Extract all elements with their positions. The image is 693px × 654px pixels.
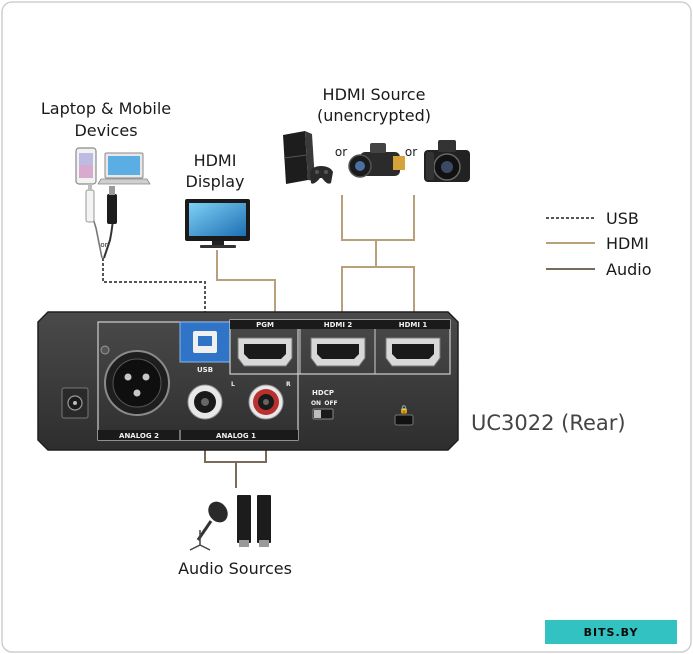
lock-icon: 🔒: [399, 405, 409, 414]
hdmi-display-icon: [185, 199, 250, 248]
display-label-line1: HDMI: [194, 151, 237, 170]
analog-2-label: ANALOG 2: [119, 432, 159, 440]
speaker-left-icon: [237, 495, 251, 547]
audio-sources-label: Audio Sources: [178, 559, 292, 578]
hdcp-off-label: OFF: [324, 400, 337, 407]
laptop-label-line2: Devices: [74, 121, 137, 140]
hdmi-2-port-label: HDMI 2: [324, 321, 353, 329]
source-label-line2: (unencrypted): [317, 106, 431, 125]
source-label-line1: HDMI Source: [323, 85, 426, 104]
hdmi-pgm-port: [237, 337, 293, 367]
legend: USB HDMI Audio: [546, 209, 651, 279]
legend-hdmi-label: HDMI: [606, 234, 649, 253]
cable-or-label: or: [100, 241, 107, 249]
usb-port-label: USB: [197, 366, 213, 374]
legend-usb-label: USB: [606, 209, 639, 228]
speaker-right-icon: [257, 495, 271, 547]
rca-left-label: L: [231, 381, 235, 388]
laptop-icon: [97, 152, 151, 185]
watermark-badge: [545, 620, 677, 644]
hdmi-cable-source-b: [376, 195, 415, 318]
kensington-slot: [394, 414, 414, 426]
hdmi-1-port-label: HDMI 1: [399, 321, 428, 329]
smartphone-icon: [75, 147, 97, 185]
rca-left-port: [187, 384, 223, 420]
display-label-line2: Display: [186, 172, 245, 191]
pgm-port-label: PGM: [256, 321, 274, 329]
or-label-2: or: [405, 145, 417, 159]
hdcp-label: HDCP: [312, 389, 334, 397]
or-label-1: or: [335, 145, 347, 159]
rca-right-port: [248, 384, 284, 420]
device-title: UC3022 (Rear): [471, 411, 626, 435]
hdmi-cable-source-a: [341, 195, 377, 318]
hdcp-on-label: ON: [311, 400, 321, 407]
hdmi-2-port: [310, 337, 366, 367]
watermark-text: BITS.BY: [584, 626, 639, 639]
usb-cable-plugs: [85, 184, 117, 259]
laptop-label-line1: Laptop & Mobile: [41, 99, 171, 118]
hdmi-1-port: [385, 337, 441, 367]
microphone-icon: [189, 501, 228, 551]
xlr-port: [100, 345, 170, 416]
usb-cable: [102, 258, 206, 322]
dslr-camera-icon: [424, 140, 470, 182]
rca-right-label: R: [286, 381, 291, 388]
legend-audio-label: Audio: [606, 260, 651, 279]
hdmi-cable-display: [216, 250, 276, 322]
camcorder-icon: [348, 143, 405, 178]
device-rear-panel: USB L R ANALOG 2 ANALOG 1 PGM HDMI 2 HDM…: [37, 311, 459, 451]
game-console-icon: [283, 131, 333, 184]
analog-1-label: ANALOG 1: [216, 432, 256, 440]
